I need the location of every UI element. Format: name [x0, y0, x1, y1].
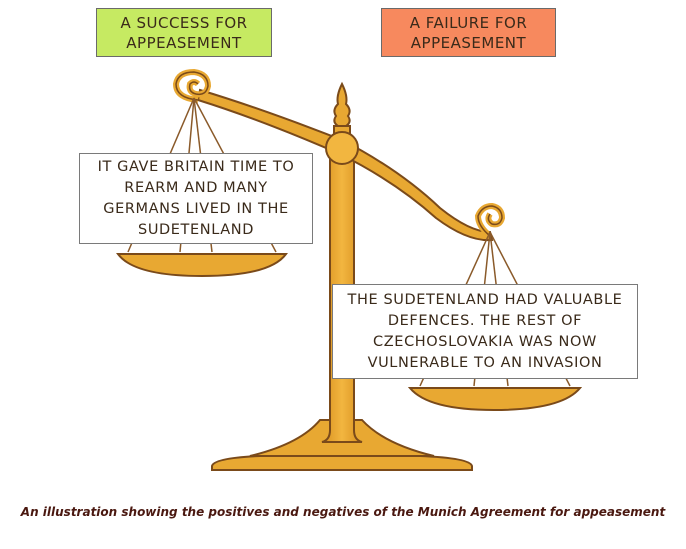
failure-note: THE SUDETENLAND HAD VALUABLE DEFENCES. T… — [332, 284, 638, 379]
success-note: IT GAVE BRITAIN TIME TO REARM AND MANY G… — [79, 153, 313, 244]
figure-caption: An illustration showing the positives an… — [20, 505, 666, 519]
failure-label: A FAILURE FOR APPEASEMENT — [381, 8, 556, 57]
left-pan — [116, 253, 288, 278]
scale-pivot — [325, 131, 359, 165]
right-pan — [407, 387, 583, 412]
scale-beam — [172, 68, 506, 242]
success-label: A SUCCESS FOR APPEASEMENT — [96, 8, 272, 57]
